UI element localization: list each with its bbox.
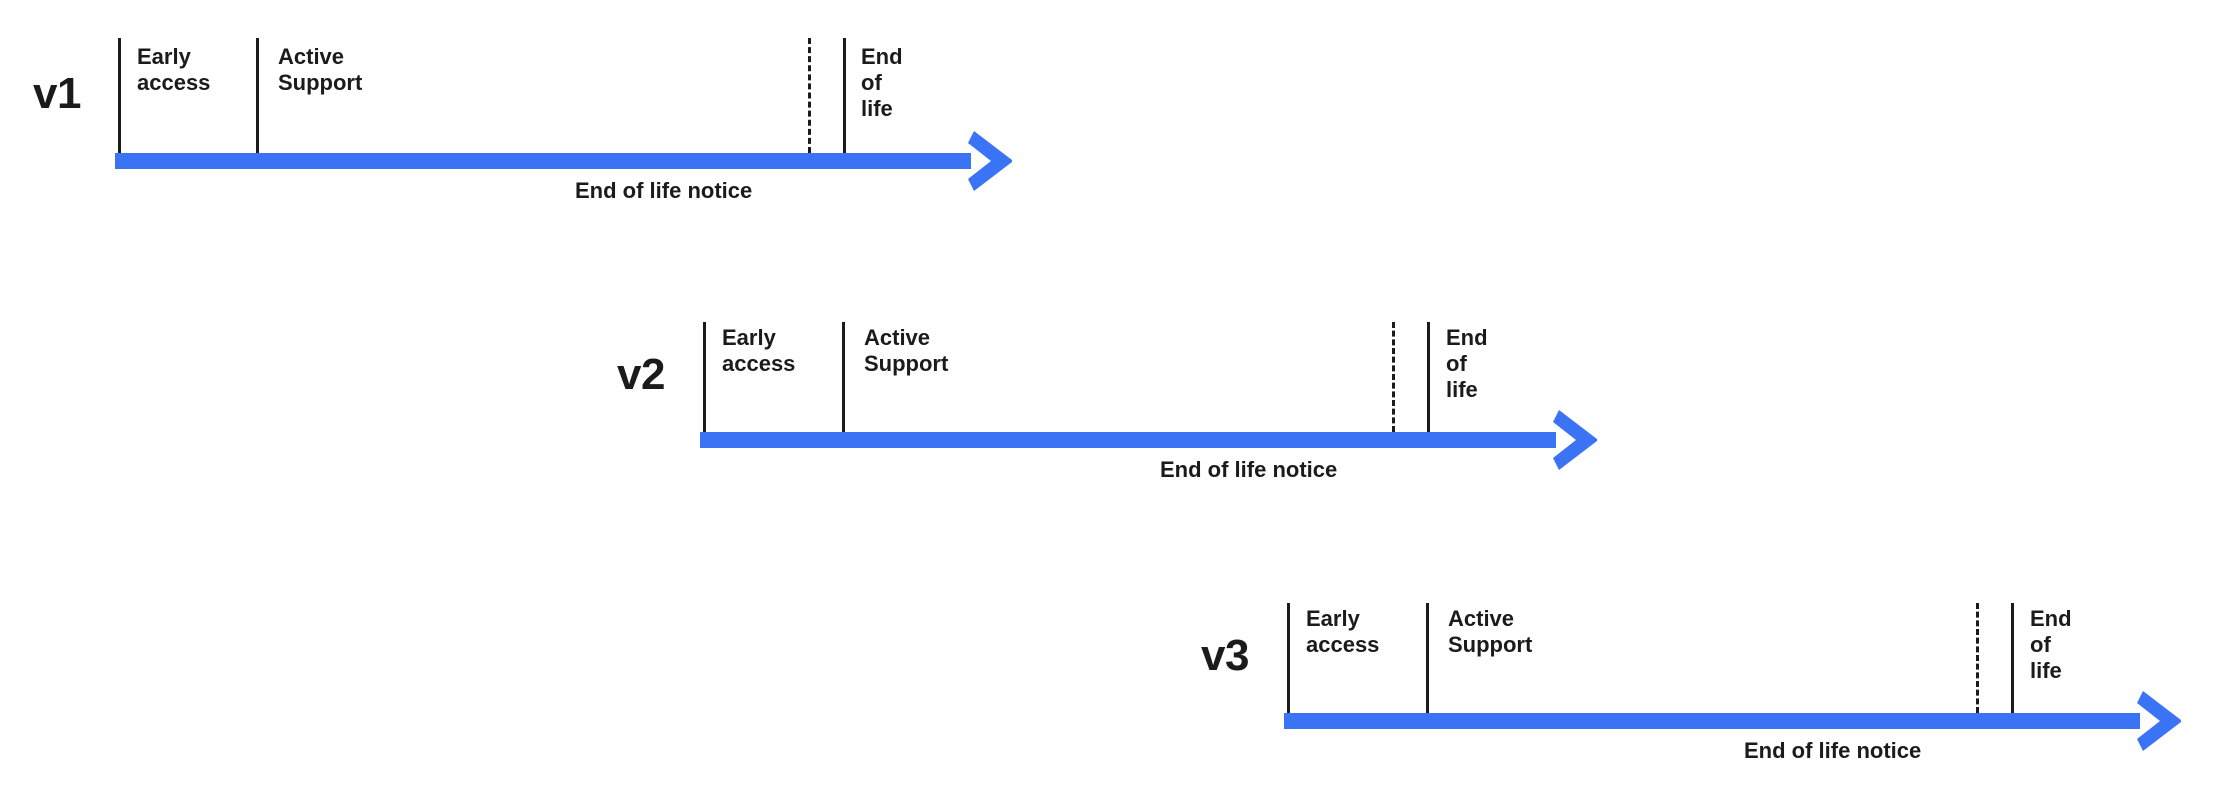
phase-label-early-access-v2: Early access: [722, 325, 796, 376]
phase-divider-end-of-life-notice-v1: [808, 38, 811, 153]
phase-divider-early-access-start-v3: [1287, 603, 1290, 713]
version-label-v2: v2: [617, 350, 665, 399]
arrow-head-v2: [1552, 408, 1598, 472]
end-of-life-notice-caption-v3: End of life notice: [1744, 738, 1922, 763]
phase-label-early-access-v1: Early access: [137, 44, 211, 95]
phase-label-end-of-life-v2: End of life: [1446, 325, 1488, 402]
arrow-head-v1: [967, 129, 1013, 193]
phase-divider-active-support-start-v2: [842, 322, 845, 432]
end-of-life-notice-caption-v2: End of life notice: [1160, 457, 1338, 482]
phase-divider-active-support-start-v3: [1426, 603, 1429, 713]
phase-divider-early-access-start-v2: [703, 322, 706, 432]
phase-label-active-support-v2: Active Support: [864, 325, 949, 376]
phase-divider-end-of-life-notice-v3: [1976, 603, 1979, 713]
phase-divider-early-access-start-v1: [118, 38, 121, 153]
version-label-v1: v1: [33, 69, 81, 118]
phase-label-end-of-life-v1: End of life: [861, 44, 903, 121]
phase-label-active-support-v3: Active Support: [1448, 606, 1533, 657]
arrow-shaft-v2: [700, 432, 1556, 448]
phase-divider-active-support-start-v1: [256, 38, 259, 153]
lifecycle-arrow-v3: [1284, 691, 2182, 751]
version-label-v3: v3: [1201, 631, 1249, 680]
arrow-shaft-v3: [1284, 713, 2140, 729]
arrow-shaft-v1: [115, 153, 971, 169]
phase-label-active-support-v1: Active Support: [278, 44, 363, 95]
lifecycle-arrow-v2: [700, 410, 1598, 470]
phase-divider-end-of-life-start-v2: [1427, 322, 1430, 432]
lifecycle-arrow-v1: [115, 131, 1013, 191]
end-of-life-notice-caption-v1: End of life notice: [575, 178, 753, 203]
phase-label-early-access-v3: Early access: [1306, 606, 1380, 657]
phase-label-end-of-life-v3: End of life: [2030, 606, 2072, 683]
phase-divider-end-of-life-start-v3: [2011, 603, 2014, 713]
phase-divider-end-of-life-notice-v2: [1392, 322, 1395, 432]
phase-divider-end-of-life-start-v1: [843, 38, 846, 153]
arrow-head-v3: [2136, 689, 2182, 753]
